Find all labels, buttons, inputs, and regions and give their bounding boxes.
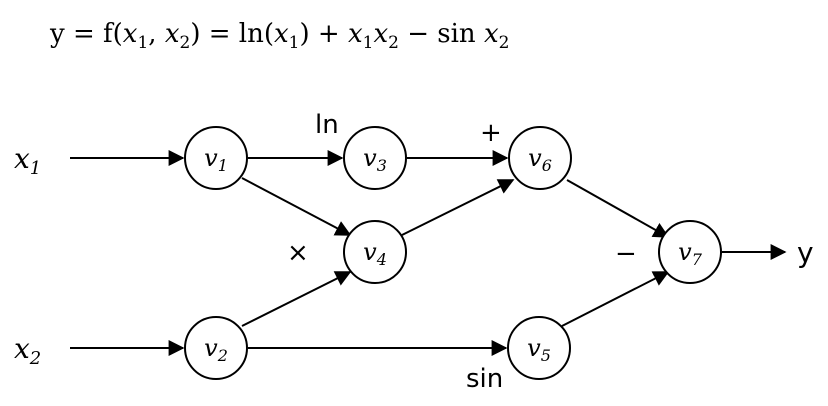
svg-text:v6: v6: [528, 144, 552, 175]
input-x2-label: x2: [14, 332, 41, 369]
op-sin-label: sin: [466, 364, 503, 394]
svg-text:v7: v7: [678, 238, 703, 269]
svg-text:v3: v3: [363, 144, 387, 175]
edge-v5-v7: [561, 271, 670, 327]
formula: y = f(x1, x2) = ln(x1) + x1x2 − sin x2: [49, 19, 509, 53]
svg-text:v5: v5: [527, 334, 551, 365]
edge-v2-v4: [241, 271, 352, 327]
node-v6: v6: [508, 126, 572, 190]
edge-v1-v4: [241, 177, 352, 236]
edge-v4-v6: [401, 179, 515, 236]
output-y-label: y: [797, 236, 814, 269]
op-times-label: ×: [287, 238, 309, 268]
op-minus-label: −: [615, 239, 637, 269]
edge-v6-v7: [566, 179, 670, 238]
node-v1: v1: [184, 126, 248, 190]
svg-text:v1: v1: [204, 144, 228, 175]
node-v2: v2: [184, 316, 248, 380]
node-v3: v3: [343, 126, 407, 190]
node-v7: v7: [658, 220, 722, 284]
input-x1-label: x1: [14, 142, 41, 179]
svg-text:v2: v2: [204, 334, 228, 365]
op-ln-label: ln: [315, 110, 339, 140]
node-v4: v4: [343, 220, 407, 284]
node-v5: v5: [507, 316, 571, 380]
svg-text:v4: v4: [363, 238, 387, 269]
op-plus-label: +: [480, 118, 502, 148]
